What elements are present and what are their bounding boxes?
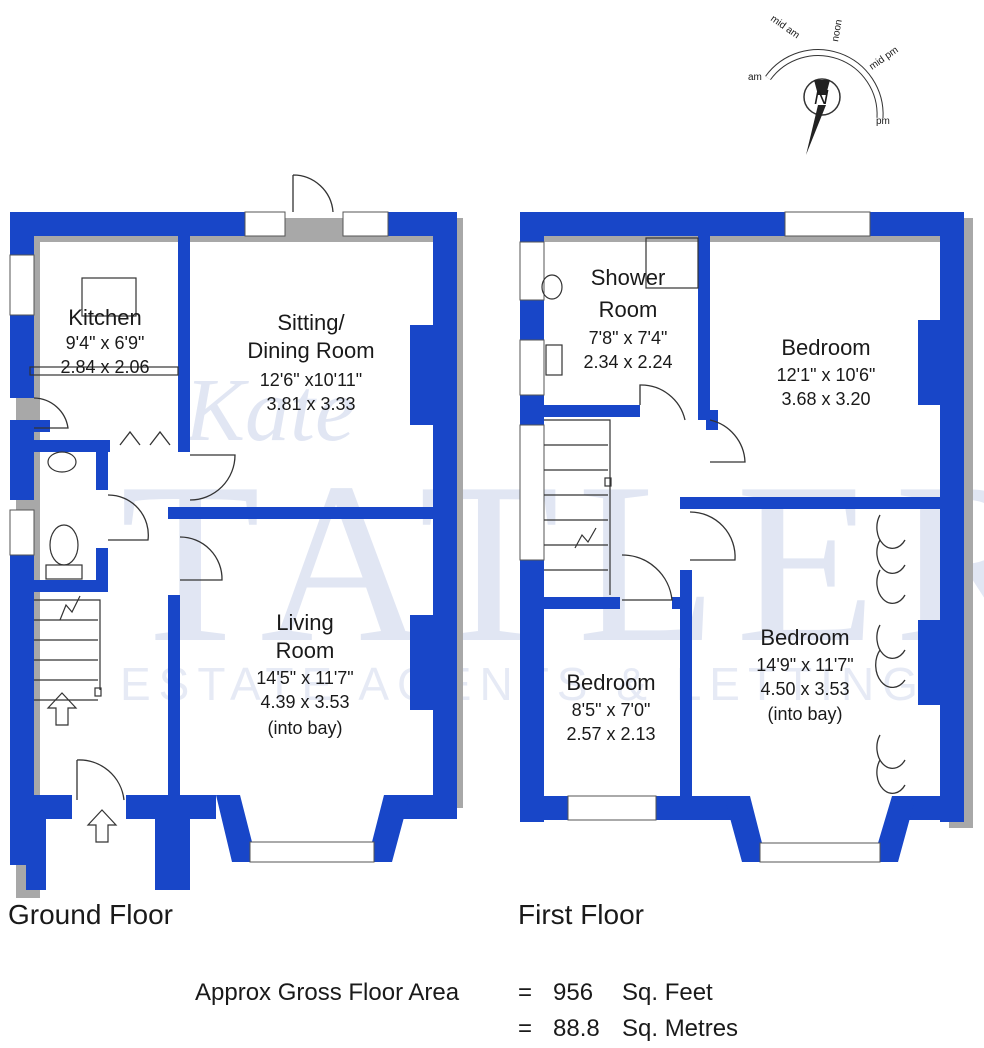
bedroom2-note: (into bay)	[767, 704, 842, 724]
living-label-line2: Room	[276, 638, 335, 663]
bedroom2-label: Bedroom	[760, 625, 849, 650]
area-eq-2: =	[518, 1015, 532, 1042]
ground-floor-windows	[9, 211, 389, 863]
living-imperial: 14'5" x 11'7"	[256, 668, 353, 688]
first-floor-walls	[520, 212, 964, 862]
living-label-line1: Living	[276, 610, 333, 635]
bedroom1-metric: 3.68 x 3.20	[781, 389, 870, 409]
compass-pm: pm	[876, 116, 890, 127]
watermark-brand: TATLER	[120, 435, 984, 690]
sitting-label-line1: Sitting/	[277, 310, 345, 335]
area-sqm-value: 88.8	[553, 1015, 600, 1042]
area-sqm-unit: Sq. Metres	[622, 1015, 738, 1042]
ground-floor-doors	[33, 174, 334, 801]
compass-mid-am: mid am	[768, 13, 801, 41]
ground-floor-labels: Kitchen 9'4" x 6'9" 2.84 x 2.06 Sitting/…	[8, 305, 375, 930]
kitchen-imperial: 9'4" x 6'9"	[66, 333, 145, 353]
bedroom1-imperial: 12'1" x 10'6"	[777, 365, 876, 385]
area-summary: Approx Gross Floor Area = 956 Sq. Feet =…	[195, 979, 738, 1042]
area-sqft-value: 956	[553, 979, 593, 1006]
compass-mid-pm: mid pm	[867, 45, 900, 73]
first-floor-windows	[519, 211, 881, 863]
bedroom1-label: Bedroom	[781, 335, 870, 360]
sitting-imperial: 12'6" x10'11"	[260, 370, 362, 390]
living-metric: 4.39 x 3.53	[260, 692, 349, 712]
ground-floor-title: Ground Floor	[8, 899, 173, 930]
first-floor-plan	[519, 211, 973, 863]
compass-rose: N am mid am noon mid pm pm	[748, 13, 901, 155]
shower-label-line1: Shower	[591, 265, 666, 290]
first-floor-fixtures	[541, 237, 699, 595]
compass-am: am	[748, 72, 762, 83]
bedroom3-metric: 2.57 x 2.13	[566, 724, 655, 744]
bedroom3-imperial: 8'5" x 7'0"	[572, 700, 651, 720]
sitting-label-line2: Dining Room	[247, 338, 374, 363]
sitting-metric: 3.81 x 3.33	[266, 394, 355, 414]
area-label: Approx Gross Floor Area	[195, 979, 460, 1006]
compass-north: N	[814, 87, 829, 109]
bedroom3-label: Bedroom	[566, 670, 655, 695]
first-floor-doors	[621, 384, 906, 794]
ground-floor-fixtures	[29, 277, 179, 843]
first-floor-labels: Shower Room 7'8" x 7'4" 2.34 x 2.24 Bedr…	[518, 265, 875, 930]
watermark-script: Kate	[183, 361, 355, 460]
area-sqft-unit: Sq. Feet	[622, 979, 713, 1006]
first-floor-title: First Floor	[518, 899, 644, 930]
bedroom2-imperial: 14'9" x 11'7"	[756, 655, 853, 675]
living-note: (into bay)	[267, 718, 342, 738]
compass-noon: noon	[830, 19, 845, 43]
shower-imperial: 7'8" x 7'4"	[589, 328, 668, 348]
bedroom2-metric: 4.50 x 3.53	[760, 679, 849, 699]
kitchen-metric: 2.84 x 2.06	[60, 357, 149, 377]
area-eq-1: =	[518, 979, 532, 1006]
ground-floor-plan	[9, 174, 463, 898]
watermark: Kate TATLER ESTATE AGENTS & LETTINGS	[120, 361, 984, 710]
shower-metric: 2.34 x 2.24	[583, 352, 672, 372]
shower-label-line2: Room	[599, 297, 658, 322]
kitchen-label: Kitchen	[68, 305, 141, 330]
